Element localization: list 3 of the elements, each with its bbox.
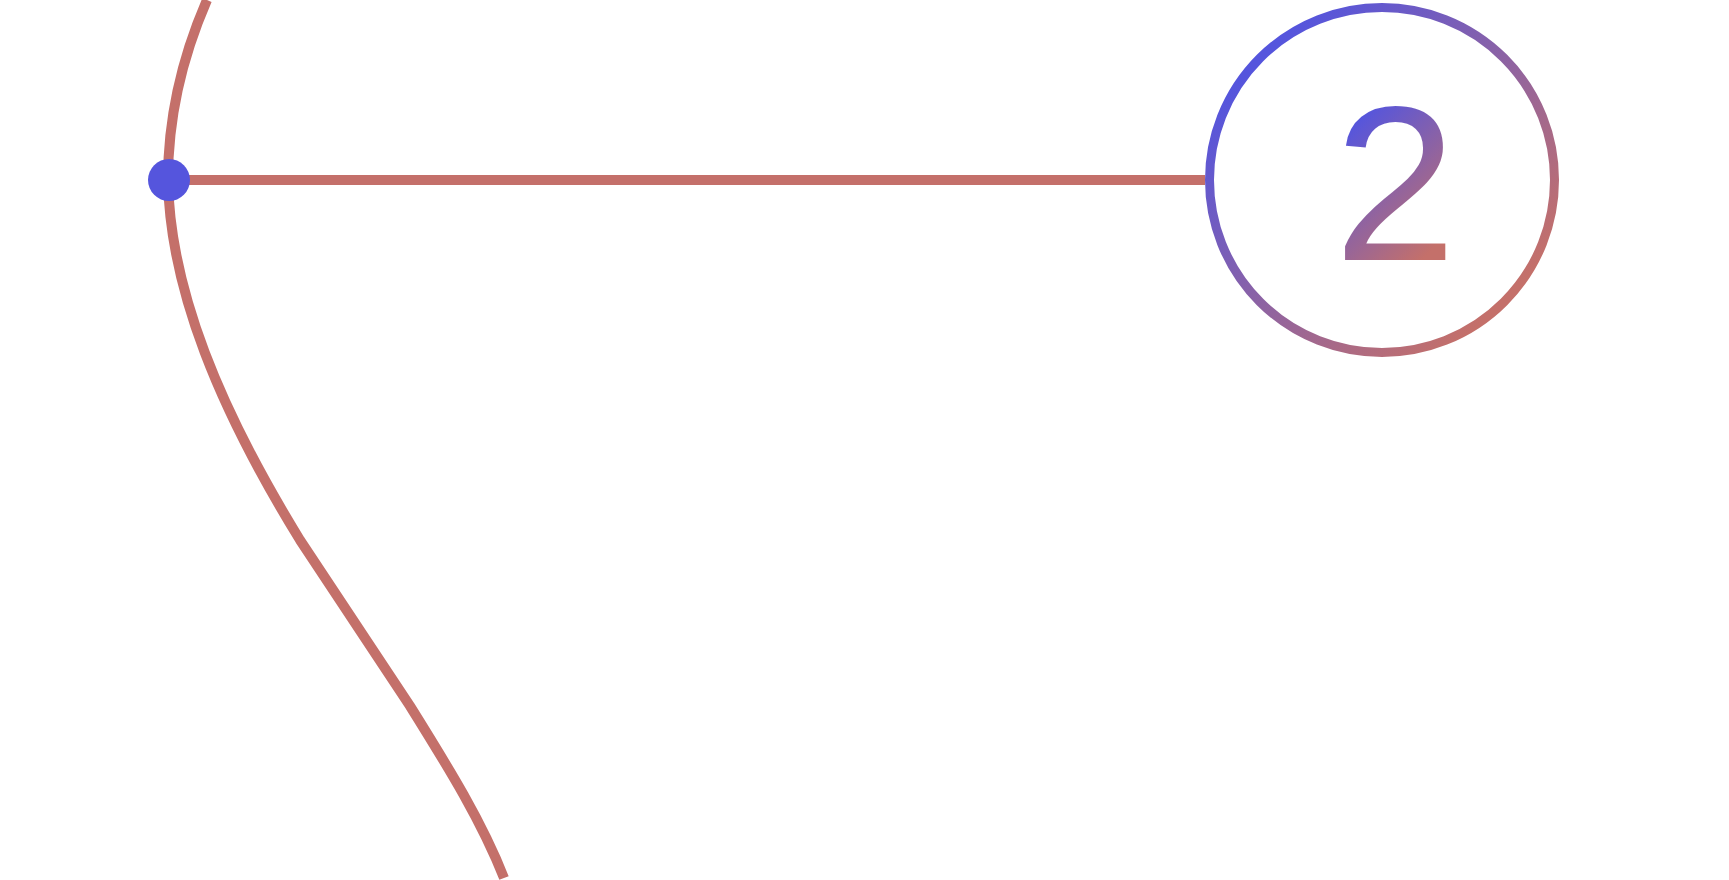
callout-circle <box>1205 3 1559 357</box>
leader-line <box>148 159 1205 201</box>
curve-line <box>163 0 509 880</box>
